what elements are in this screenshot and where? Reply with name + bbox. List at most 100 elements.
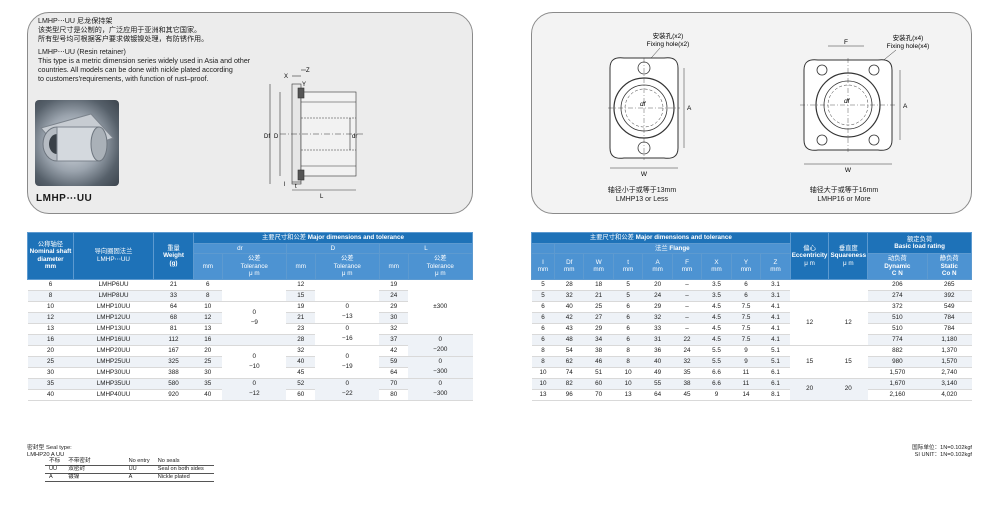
unit-line: SI UNIT：1N=0.102kgf	[914, 452, 972, 458]
intro-text: LMHP⋯UU 尼龙保持架 该类型尺寸是公制的，广泛应用于亚洲和其它国家。 所有…	[38, 17, 278, 84]
col-mm: mm	[193, 253, 223, 280]
tol-cell: 0−9	[222, 301, 287, 335]
flange-small-drawing: 安装孔(x2) Fixing hole(x2) df A W	[590, 28, 700, 183]
hole-label-en: Fixing hole(x4)	[887, 43, 930, 50]
flange-table: 主要尺寸和公差 Major dimensions and tolerance 偏…	[531, 232, 972, 401]
dim-l-label: l	[284, 182, 285, 188]
flange-small-caption: 轴径小于或等于13mm LMHP13 or Less	[567, 186, 717, 204]
dim-a-label: A	[903, 103, 908, 110]
tol-cell: ±300	[408, 279, 473, 335]
col-model: 导向圈固法兰 LMHP⋯UU	[73, 232, 154, 280]
tol-cell: 0−10	[222, 345, 287, 379]
flange-panel	[531, 12, 972, 214]
tol-cell: 0−13	[315, 301, 380, 324]
tol-cell: 0−19	[315, 345, 380, 379]
intro-en-line: countries. All models can be done with n…	[38, 66, 233, 74]
dim-x-label: X	[284, 74, 288, 80]
unit-line: 国际单位：1N=0.102kgf	[912, 445, 972, 451]
intro-cn-line: 该类型尺寸是公制的，广泛应用于亚洲和其它国家。	[38, 26, 202, 34]
squareness-cell: 15	[828, 345, 868, 379]
dim-t-label: t	[295, 184, 297, 190]
eccentricity-cell: 20	[790, 378, 829, 401]
dim-z-label: Z	[306, 68, 310, 74]
dim-df-label: Df	[264, 134, 270, 140]
tol-cell: 0−22	[315, 378, 380, 401]
caption-en: LMHP13 or Less	[615, 196, 669, 203]
col-D: D	[285, 242, 380, 254]
dim-y-label: Y	[302, 82, 306, 88]
dim-D-label: D	[274, 134, 279, 140]
tol-cell: 0−300	[408, 378, 473, 401]
unit-note: 国际单位：1N=0.102kgf SI UNIT：1N=0.102kgf	[912, 445, 972, 459]
caption-cn: 轴径小于或等于13mm	[607, 187, 677, 194]
dim-dr-label: dr	[352, 134, 357, 140]
tol-cell: 0−16	[315, 323, 380, 346]
intro-cn-line: 所有型号均可根据客户要求做镀镍处理，有防锈作用。	[38, 35, 209, 43]
tol-cell: 0−200	[408, 334, 473, 357]
col-flange: 法兰 Flange	[554, 242, 791, 254]
hole-label-en: Fixing hole(x2)	[647, 41, 690, 48]
dim-w-label: W	[641, 171, 648, 178]
intro-cn-title: LMHP⋯UU 尼龙保持架	[38, 17, 113, 25]
col-shaft: 公称轴径 Nominal shaft diameter mm	[27, 232, 74, 280]
col-major: 主要尺寸和公差 Major dimensions and tolerance	[193, 232, 473, 244]
seal-type-legend: 密封型 Seal type: LMHP20 A UU 不标不带密封 No ent…	[27, 445, 214, 482]
side-drawing: Z Y X Df D dr l t L	[240, 62, 370, 207]
intro-en-line: to customers'requirements, with function…	[38, 75, 209, 83]
product-photo	[35, 100, 119, 186]
eccentricity-cell: 12	[790, 301, 829, 346]
col-L: L	[378, 242, 474, 254]
caption-en: LMHP16 or More	[817, 196, 871, 203]
col-mm: mm	[378, 253, 409, 280]
df-label: df	[640, 101, 647, 108]
col-weight: 重量 Weight (g)	[153, 232, 194, 280]
dim-a-label: A	[687, 105, 692, 112]
tol-cell: 0−12	[222, 378, 287, 401]
product-title: LMHP⋯UU	[36, 193, 93, 204]
flange-large-drawing: 安装孔(x4) Fixing hole(x4) F df A W	[790, 30, 940, 185]
col-mm: mm	[285, 253, 316, 280]
seal-title: 密封型 Seal type:	[27, 445, 72, 451]
flange-large-caption: 轴径大于或等于16mm LMHP16 or More	[769, 186, 919, 204]
df-label: df	[844, 98, 851, 105]
col-major: 主要尺寸和公差 Major dimensions and tolerance	[531, 232, 791, 244]
eccentricity-cell: 15	[790, 345, 829, 379]
